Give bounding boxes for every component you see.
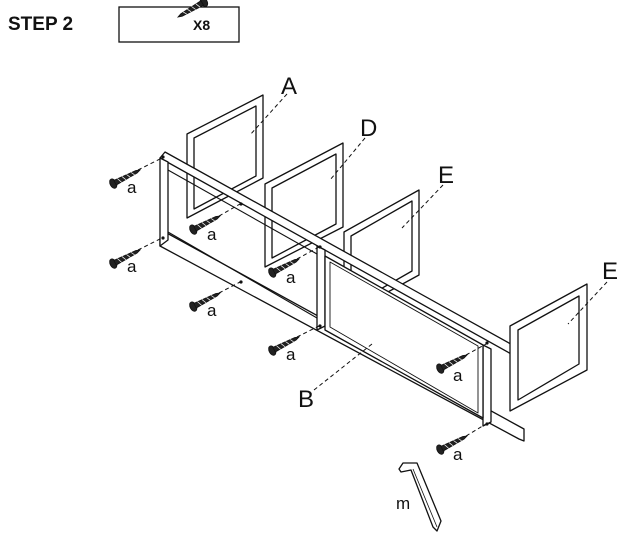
label-part-e-middle: E (438, 162, 454, 189)
label-screw-a: a (286, 268, 296, 287)
label-screw-a: a (453, 445, 463, 464)
label-screw-a: a (286, 345, 296, 364)
label-screw-a: a (207, 301, 217, 320)
step-title: STEP 2 (8, 14, 73, 35)
leader-lines (137, 93, 608, 437)
screw-icon (266, 332, 302, 357)
hardware-quantity: X8 (193, 17, 210, 33)
label-screw-a: a (127, 257, 137, 276)
allen-key-icon (398, 462, 442, 532)
screw-icon (107, 245, 143, 270)
hardware-box (118, 6, 240, 43)
panel-b (159, 151, 525, 442)
label-part-e-right: E (602, 258, 618, 285)
label-part-d: D (360, 115, 377, 142)
panel-e-right (509, 283, 588, 412)
screw-icon (107, 165, 143, 190)
label-screw-a: a (453, 366, 463, 385)
screw-icon (187, 288, 223, 313)
label-screw-a: a (207, 225, 217, 244)
label-screw-a: a (127, 178, 137, 197)
label-tool-m: m (396, 494, 410, 513)
label-part-b: B (298, 386, 314, 413)
label-part-a: A (281, 73, 297, 100)
